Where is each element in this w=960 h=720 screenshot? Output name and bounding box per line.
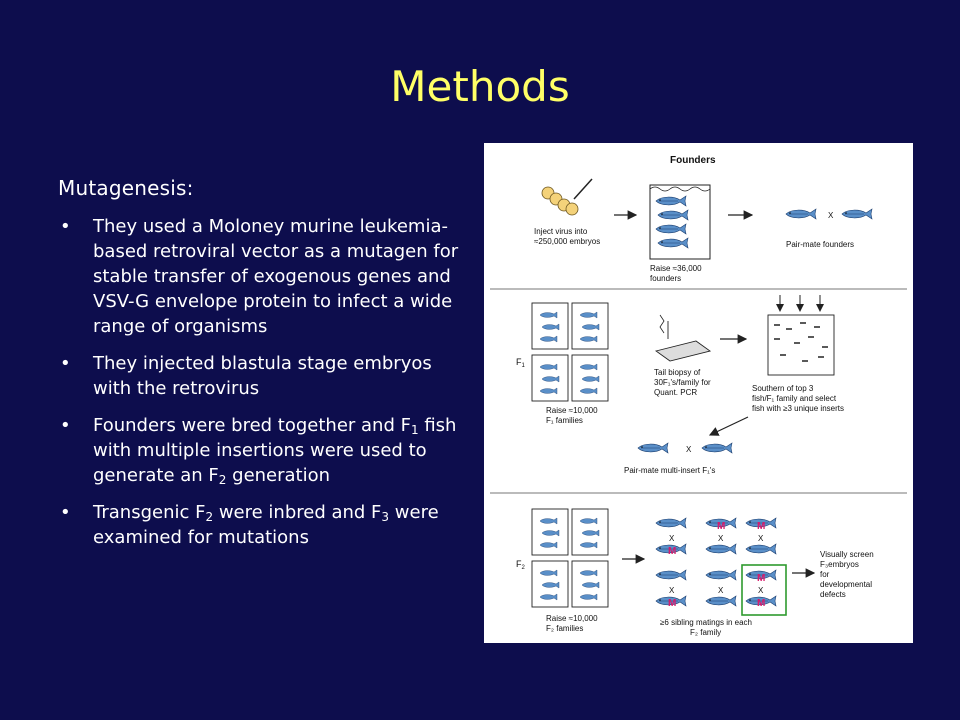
subheading: Mutagenesis: (58, 176, 194, 200)
svg-text:≥6 sibling matings in each: ≥6 sibling matings in each (660, 618, 752, 627)
methods-figure: Founders Inject virus into ≈250,000 embr… (484, 143, 913, 643)
svg-text:F₃embryos: F₃embryos (820, 560, 859, 569)
svg-text:X: X (669, 534, 675, 543)
svg-text:M: M (668, 546, 676, 557)
svg-text:M: M (757, 598, 765, 609)
bullet-list: • They used a Moloney murine leukemia-ba… (58, 214, 468, 550)
bullet-dot: • (60, 216, 71, 237)
svg-text:Raise ≈10,000: Raise ≈10,000 (546, 406, 598, 415)
svg-text:Visually screen: Visually screen (820, 550, 874, 559)
generation-label: F2 (516, 559, 526, 571)
svg-text:F₂ families: F₂ families (546, 624, 583, 633)
svg-text:M: M (757, 521, 765, 532)
tank-grid-icon (531, 302, 609, 402)
bullet-item: • Transgenic F2 were inbred and F3 were … (58, 500, 468, 550)
sibling-matings-grid: M M X X X M M X X X M M (655, 517, 787, 616)
svg-text:Inject virus into: Inject virus into (534, 227, 588, 236)
fish-icon (841, 208, 873, 220)
fish-icon (785, 208, 817, 220)
bullet-text: They used a Moloney murine leukemia-base… (93, 216, 459, 337)
svg-text:X: X (686, 445, 692, 454)
svg-text:X: X (758, 586, 764, 595)
fish-icon (637, 442, 669, 454)
tank-grid-icon (531, 508, 609, 608)
svg-text:Southern of top 3: Southern of top 3 (752, 384, 814, 393)
text-column: Mutagenesis: • They used a Moloney murin… (58, 176, 468, 562)
southern-blot-icon (767, 295, 835, 376)
tank-icon (649, 184, 711, 260)
syringe-embryos-icon (541, 178, 593, 216)
svg-text:founders: founders (650, 274, 681, 283)
svg-text:Pair-mate multi-insert F₁'s: Pair-mate multi-insert F₁'s (624, 466, 715, 475)
svg-text:fish/F₁ family and select: fish/F₁ family and select (752, 394, 837, 403)
bullet-item: • Founders were bred together and F1 fis… (58, 413, 468, 488)
svg-text:Pair-mate founders: Pair-mate founders (786, 240, 854, 249)
svg-text:fish with ≥3 unique inserts: fish with ≥3 unique inserts (752, 404, 844, 413)
svg-text:30F₁'s/family for: 30F₁'s/family for (654, 378, 711, 387)
bullet-dot: • (60, 502, 71, 523)
svg-text:X: X (828, 211, 834, 220)
svg-text:defects: defects (820, 590, 846, 599)
svg-text:X: X (718, 586, 724, 595)
svg-text:X: X (758, 534, 764, 543)
arrow-icon (708, 416, 749, 436)
svg-text:X: X (718, 534, 724, 543)
highlight-box (741, 564, 787, 616)
fish-icon (701, 442, 733, 454)
figure-diagram: Founders Inject virus into ≈250,000 embr… (490, 155, 907, 637)
svg-text:Quant. PCR: Quant. PCR (654, 388, 697, 397)
bullet-item: • They used a Moloney murine leukemia-ba… (58, 214, 468, 339)
bullet-dot: • (60, 415, 71, 436)
svg-text:X: X (669, 586, 675, 595)
bullet-item: • They injected blastula stage embryos w… (58, 351, 468, 401)
svg-text:F₂ family: F₂ family (690, 628, 721, 637)
bullet-dot: • (60, 353, 71, 374)
svg-text:M: M (757, 573, 765, 584)
svg-text:F₁ families: F₁ families (546, 416, 583, 425)
slide-title: Methods (390, 62, 570, 111)
svg-text:M: M (717, 521, 725, 532)
svg-text:M: M (668, 598, 676, 609)
svg-text:Raise ≈36,000: Raise ≈36,000 (650, 264, 702, 273)
biopsy-plate-icon (654, 314, 712, 362)
bullet-text: They injected blastula stage embryos wit… (93, 353, 432, 399)
svg-text:≈250,000 embryos: ≈250,000 embryos (534, 237, 600, 246)
bullet-text: Transgenic F2 were inbred and F3 were ex… (93, 502, 439, 548)
svg-text:Tail biopsy of: Tail biopsy of (654, 368, 701, 377)
bullet-text: Founders were bred together and F1 fish … (93, 415, 457, 487)
svg-text:Raise ≈10,000: Raise ≈10,000 (546, 614, 598, 623)
svg-text:for: for (820, 570, 830, 579)
svg-text:developmental: developmental (820, 580, 872, 589)
generation-label: F1 (516, 357, 526, 369)
founders-header: Founders (670, 155, 716, 166)
